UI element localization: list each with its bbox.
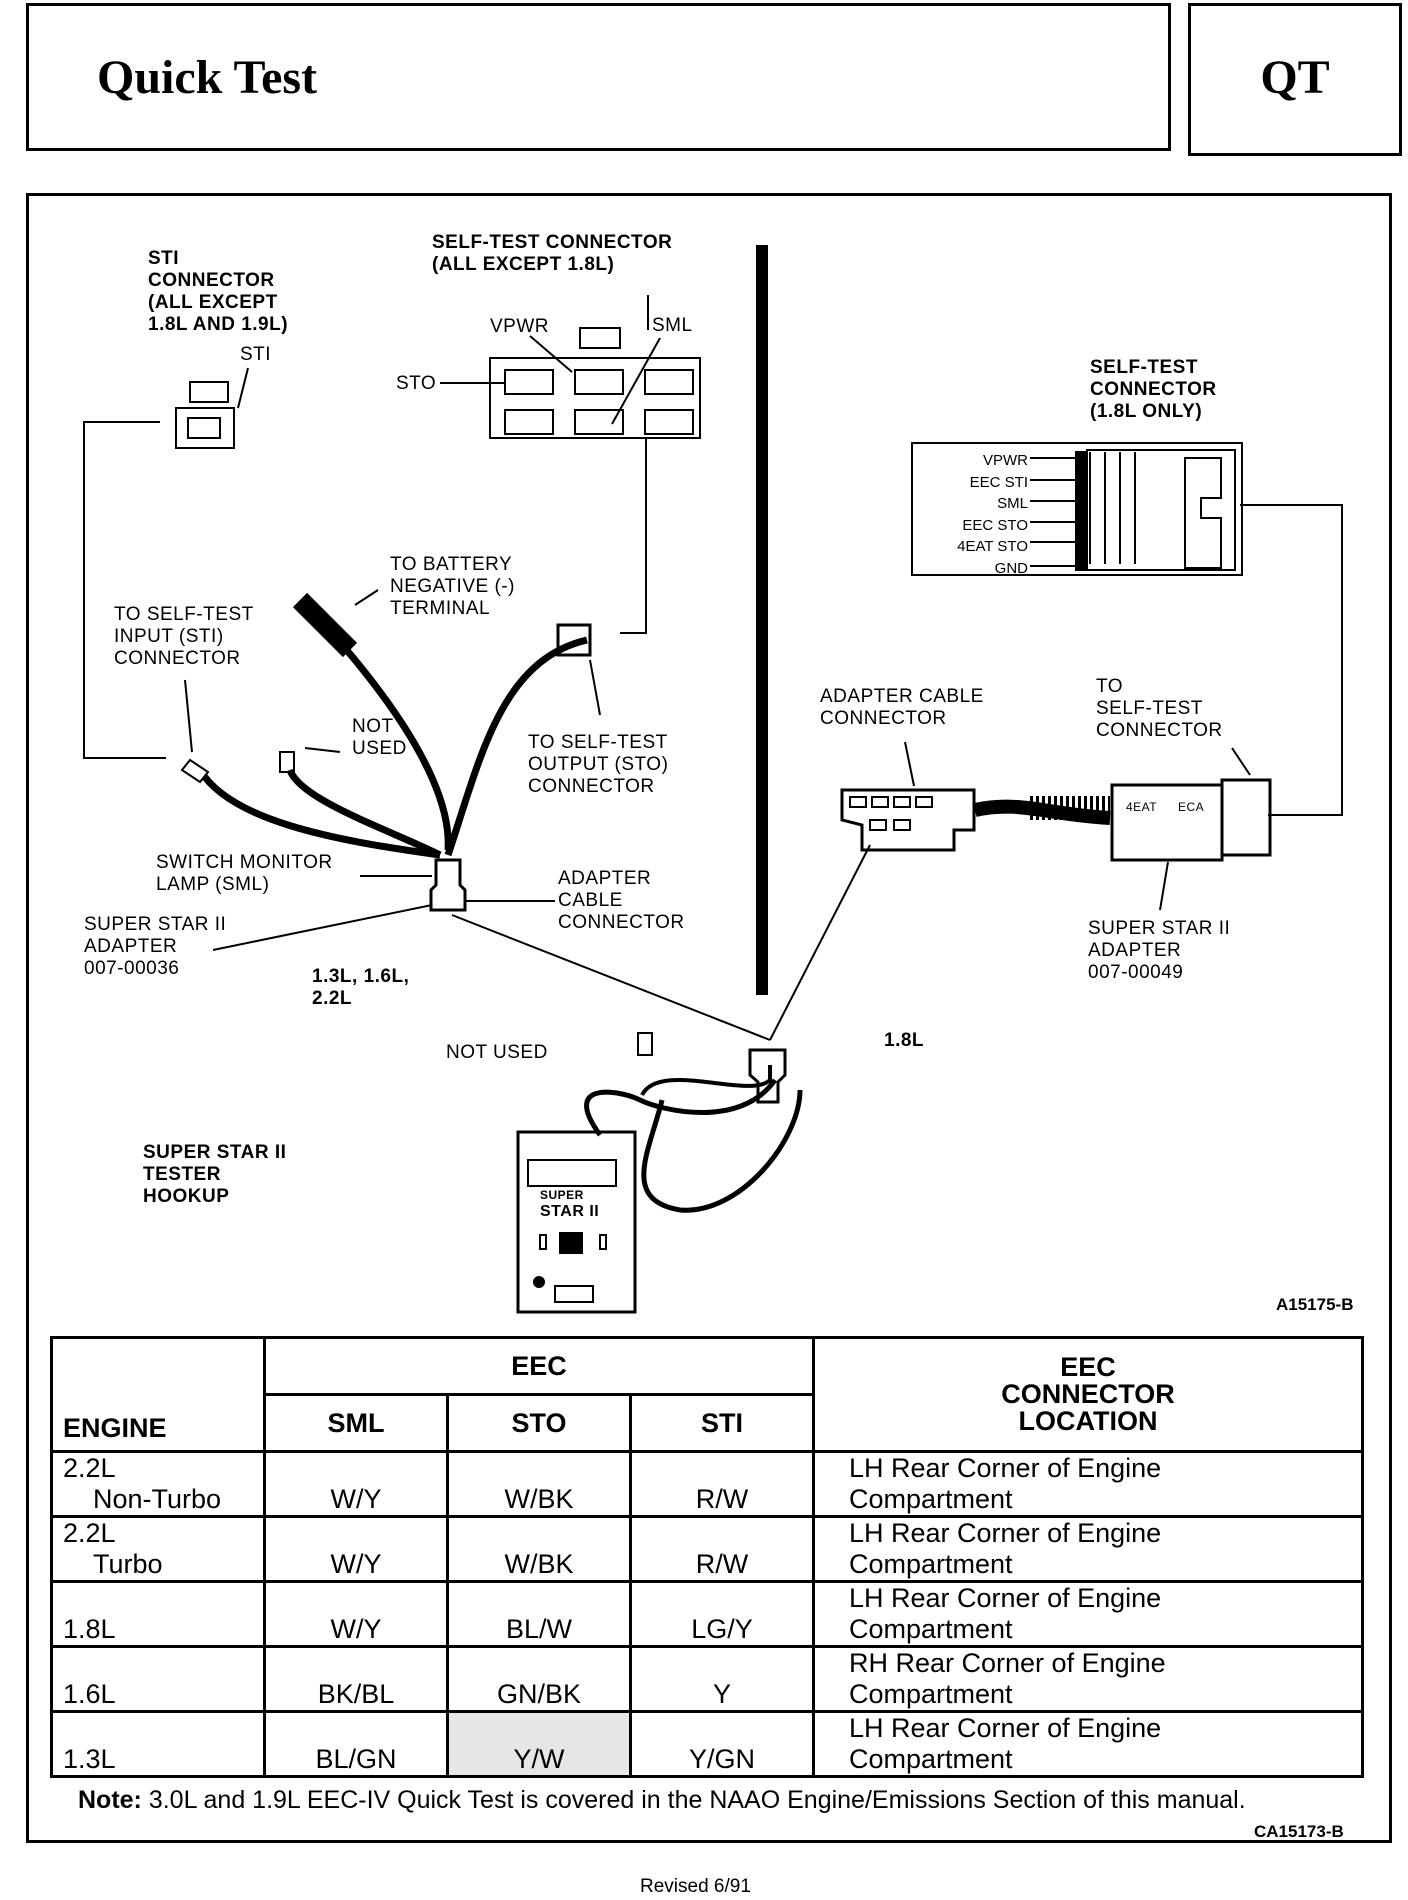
sti-pin-label: STI: [240, 344, 272, 365]
engines-left-label: 1.3L, 1.6L, 2.2L: [312, 966, 410, 1009]
engine-right-label: 1.8L: [884, 1030, 925, 1051]
sml-label: SML: [652, 315, 693, 336]
sml-cell: W/Y: [263, 1450, 449, 1518]
self-test-connector: [489, 357, 701, 439]
section-code: QT: [1260, 51, 1330, 104]
sto-cell: BL/W: [446, 1580, 632, 1648]
location-line: LH Rear Corner of Engine: [849, 1518, 1162, 1548]
location-line: RH Rear Corner of Engine: [849, 1648, 1166, 1678]
engine-cell: 1.6L: [63, 1679, 116, 1709]
title-box: Quick Test: [26, 3, 1171, 151]
engine-cell: 2.2L: [63, 1453, 116, 1483]
to-battery-label: TO BATTERY NEGATIVE (-) TERMINAL: [390, 554, 515, 619]
engine-sub: Non-Turbo: [93, 1484, 222, 1514]
not-used-2-label: NOT USED: [446, 1042, 548, 1063]
sml-cell: BK/BL: [263, 1645, 449, 1713]
sto-cell: W/BK: [446, 1515, 632, 1583]
table-row: 1.3L BL/GN Y/W Y/GN LH Rear Corner of En…: [50, 1710, 1364, 1778]
sml-cell: BL/GN: [263, 1710, 449, 1778]
tester-super-label: SUPER: [540, 1188, 584, 1202]
switch-monitor-label: SWITCH MONITOR LAMP (SML): [156, 852, 333, 895]
tester-star-label: STAR II: [540, 1203, 600, 1220]
revision-footer: Revised 6/91: [640, 1876, 751, 1897]
figure-ref: A15175-B: [1276, 1295, 1354, 1314]
sti-connector: [175, 407, 235, 449]
self-test-tab: [579, 327, 621, 349]
sti-cell: Y/GN: [629, 1710, 815, 1778]
eat-switch-label: 4EAT: [1126, 800, 1158, 814]
section-code-box: QT: [1188, 3, 1402, 156]
location-line: Compartment: [849, 1679, 1013, 1709]
col-engine: ENGINE: [50, 1336, 266, 1453]
sti-connector-tab: [189, 381, 229, 403]
adapter-cable-connector-right-label: ADAPTER CABLE CONNECTOR: [820, 686, 984, 729]
self-test-18-box: [911, 442, 1243, 576]
pin-label: EEC STI: [969, 473, 1028, 491]
col-sti: STI: [629, 1393, 815, 1453]
sti-cell: LG/Y: [629, 1580, 815, 1648]
table-row: 1.8L W/Y BL/W LG/Y LH Rear Corner of Eng…: [50, 1580, 1364, 1648]
location-line: LH Rear Corner of Engine: [849, 1583, 1162, 1613]
location-line: Compartment: [849, 1614, 1013, 1644]
tester-screen: [527, 1159, 617, 1187]
engine-cell: 1.8L: [63, 1614, 116, 1644]
sto-cell: GN/BK: [446, 1645, 632, 1713]
engine-cell: 2.2L: [63, 1518, 116, 1548]
not-used-label: NOT USED: [352, 716, 407, 759]
table-row: 1.6L BK/BL GN/BK Y RH Rear Corner of Eng…: [50, 1645, 1364, 1713]
hookup-label: SUPER STAR II TESTER HOOKUP: [143, 1142, 287, 1207]
location-line: LH Rear Corner of Engine: [849, 1713, 1162, 1743]
self-test-connector-label: SELF-TEST CONNECTOR (ALL EXCEPT 1.8L): [432, 232, 673, 275]
pin-label: SML: [997, 495, 1028, 512]
engine-cell: 1.3L: [63, 1744, 116, 1774]
col-location: EEC CONNECTOR LOCATION: [812, 1336, 1364, 1453]
sti-connector-label: STI CONNECTOR (ALL EXCEPT 1.8L AND 1.9L): [148, 248, 289, 335]
adapter-right-label: SUPER STAR II ADAPTER 007-00049: [1088, 918, 1231, 983]
col-eec: EEC: [263, 1336, 815, 1396]
location-line: Compartment: [849, 1484, 1013, 1514]
eec-connector-table: ENGINE EEC EEC CONNECTOR LOCATION SML ST…: [50, 1336, 1364, 1778]
sml-cell: W/Y: [263, 1515, 449, 1583]
sto-label: STO: [396, 373, 437, 394]
to-sti-label: TO SELF-TEST INPUT (STI) CONNECTOR: [114, 604, 254, 669]
note-label: Note:: [78, 1786, 142, 1814]
sto-cell: Y/W: [446, 1710, 632, 1778]
divider-bar: [756, 245, 768, 995]
adapter-left-label: SUPER STAR II ADAPTER 007-00036: [84, 914, 227, 979]
vpwr-label: VPWR: [490, 316, 549, 337]
sml-cell: W/Y: [263, 1580, 449, 1648]
sti-cell: R/W: [629, 1450, 815, 1518]
pin-label: EEC STO: [962, 516, 1028, 534]
to-self-test-right-label: TO SELF-TEST CONNECTOR: [1096, 676, 1223, 741]
pin-label: GND: [994, 559, 1028, 577]
pin-label: VPWR: [983, 452, 1028, 469]
col-sto: STO: [446, 1393, 632, 1453]
sti-cell: Y: [629, 1645, 815, 1713]
location-line: LH Rear Corner of Engine: [849, 1453, 1162, 1483]
page-title: Quick Test: [97, 51, 318, 104]
sti-cell: R/W: [629, 1515, 815, 1583]
location-line: Compartment: [849, 1549, 1013, 1579]
note-text: 3.0L and 1.9L EEC-IV Quick Test is cover…: [141, 1786, 1246, 1814]
figure-frame: [26, 193, 1392, 1843]
pins-18-list: VPWR EEC STI SML EEC STO 4EAT STO GND: [926, 450, 1028, 579]
eca-switch-label: ECA: [1178, 800, 1205, 814]
table-note: Note: 3.0L and 1.9L EEC-IV Quick Test is…: [78, 1786, 1246, 1815]
location-line: Compartment: [849, 1744, 1013, 1774]
sto-cell: W/BK: [446, 1450, 632, 1518]
self-test-18-label: SELF-TEST CONNECTOR (1.8L ONLY): [1090, 357, 1217, 422]
pin-label: 4EAT STO: [957, 538, 1028, 555]
tester-body: [516, 1130, 637, 1314]
to-sto-label: TO SELF-TEST OUTPUT (STO) CONNECTOR: [528, 732, 669, 797]
table-ref: CA15173-B: [1254, 1822, 1344, 1841]
adapter-cable-connector-label: ADAPTER CABLE CONNECTOR: [558, 868, 685, 933]
col-sml: SML: [263, 1393, 449, 1453]
engine-sub: Turbo: [93, 1549, 163, 1579]
